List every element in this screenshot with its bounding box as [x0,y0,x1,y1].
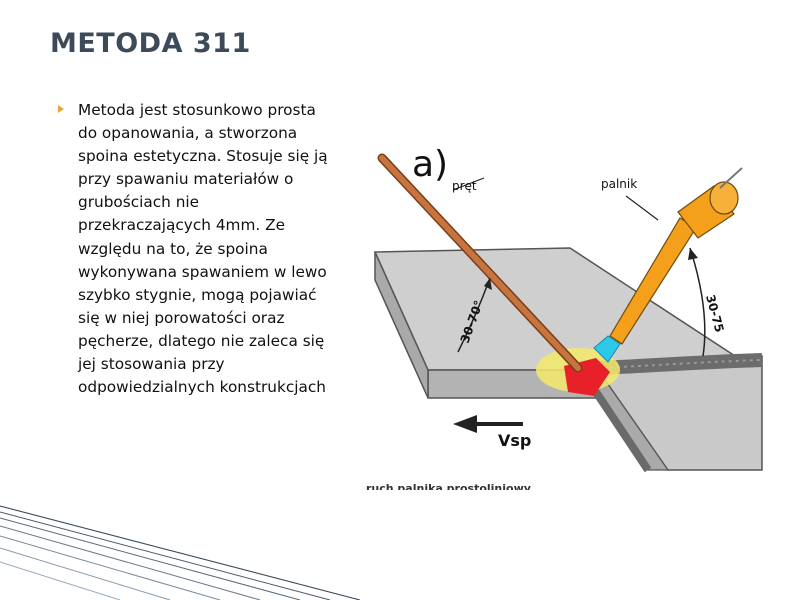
bullet-list: Metoda jest stosunkowo prosta do opanowa… [56,99,328,399]
rod-label: pręt [452,179,477,193]
rod-angle-arrowhead [484,278,492,290]
bullet-triangle-icon [58,105,64,113]
torch-leader-line [625,195,659,221]
left-plate-side [374,251,429,399]
caption-strip [358,478,770,490]
caption-fragment: ruch palnika prostoliniowy [366,482,531,490]
weld-groove [592,389,652,473]
rod-leader-line [452,177,485,191]
welding-illustration: a) pręt palnik 30-70° 30-75 Vsp ruch pal… [358,144,770,490]
slide-title: METODA 311 [50,28,251,59]
torch-angle-arc [689,247,706,357]
bullet-text: Metoda jest stosunkowo prosta do opanowa… [78,101,328,397]
direction-arrow-head [453,415,477,433]
weld-bead-ripples [595,359,763,369]
welding-diagram: a) pręt palnik 30-70° 30-75 Vsp ruch pal… [358,130,770,490]
torch-handle [709,181,739,215]
filler-rod [379,155,581,371]
direction-label: Vsp [498,431,531,450]
torch-hose [719,167,743,189]
torch-label: palnik [601,177,637,191]
panel-label: a) [412,144,448,185]
flame [593,335,621,363]
torch-angle-arrowhead [688,248,698,260]
